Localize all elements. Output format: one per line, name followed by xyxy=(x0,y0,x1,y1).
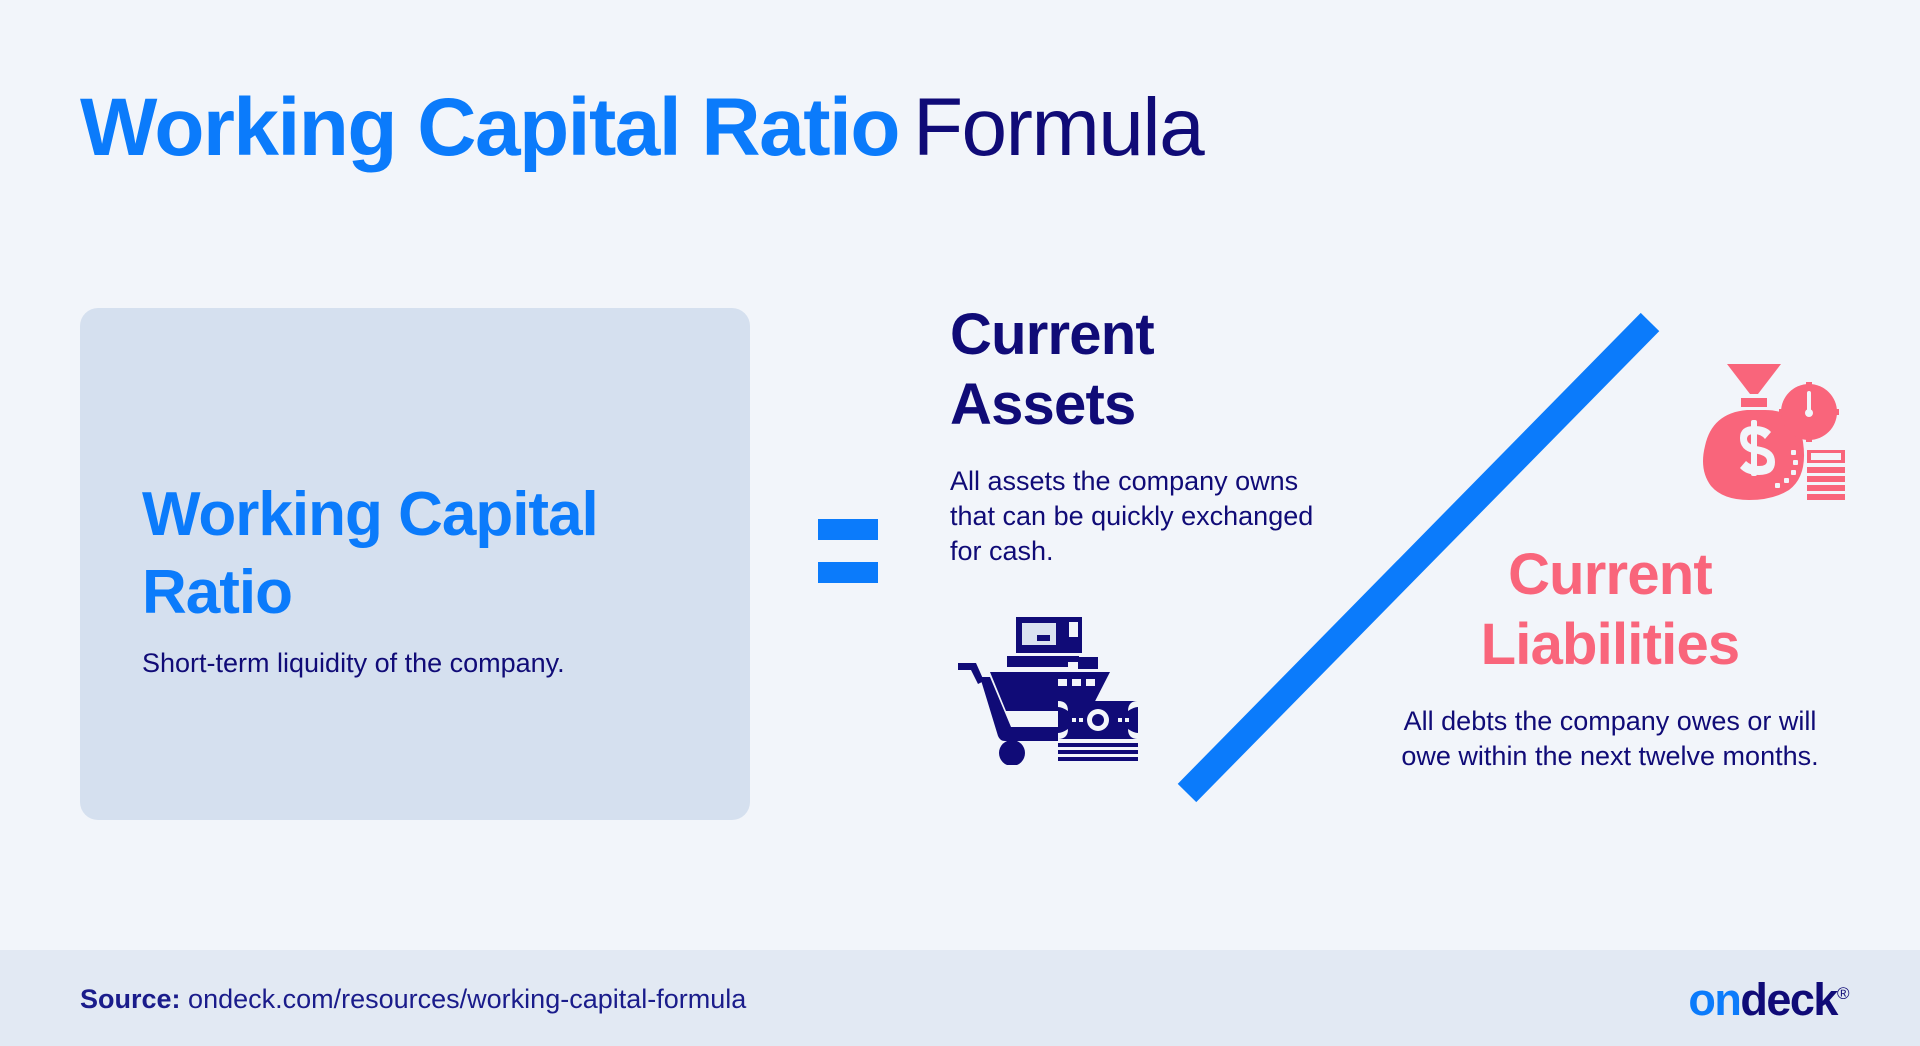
current-assets-block: Current Assets All assets the company ow… xyxy=(950,300,1330,766)
page-title-emphasis: Working Capital Ratio xyxy=(80,82,900,173)
page-title-suffix: Formula xyxy=(912,82,1205,173)
ondeck-logo: ondeck® xyxy=(1688,974,1850,1026)
equals-bar-top xyxy=(818,519,878,540)
money-bag-clock-bills-icon xyxy=(1695,358,1845,503)
logo-text-deck: deck xyxy=(1740,974,1838,1025)
current-liabilities-description: All debts the company owes or will owe w… xyxy=(1401,706,1819,771)
footer-bar: Source: ondeck.com/resources/working-cap… xyxy=(0,950,1920,1046)
source-url: ondeck.com/resources/working-capital-for… xyxy=(188,984,747,1014)
source-attribution: Source: ondeck.com/resources/working-cap… xyxy=(80,984,746,1015)
current-liabilities-title: Current Liabilities xyxy=(1480,542,1741,677)
diagonal-slash-divider-icon xyxy=(1140,290,1680,830)
current-liabilities-block: Current Liabilities All debts the compan… xyxy=(1400,540,1820,774)
current-assets-title: Current Assets xyxy=(950,302,1155,437)
logo-text-on: on xyxy=(1688,974,1741,1025)
working-capital-ratio-card: Working Capital Ratio Short-term liquidi… xyxy=(80,308,750,820)
card-title: Working Capital Ratio xyxy=(142,480,599,627)
current-assets-description: All assets the company owns that can be … xyxy=(950,466,1314,566)
registered-trademark-icon: ® xyxy=(1836,984,1850,1003)
equals-icon xyxy=(818,519,878,583)
source-label: Source: xyxy=(80,984,181,1014)
card-subtitle: Short-term liquidity of the company. xyxy=(142,648,565,678)
equals-bar-bottom xyxy=(818,562,878,583)
cart-ship-cash-icon xyxy=(950,615,1140,766)
